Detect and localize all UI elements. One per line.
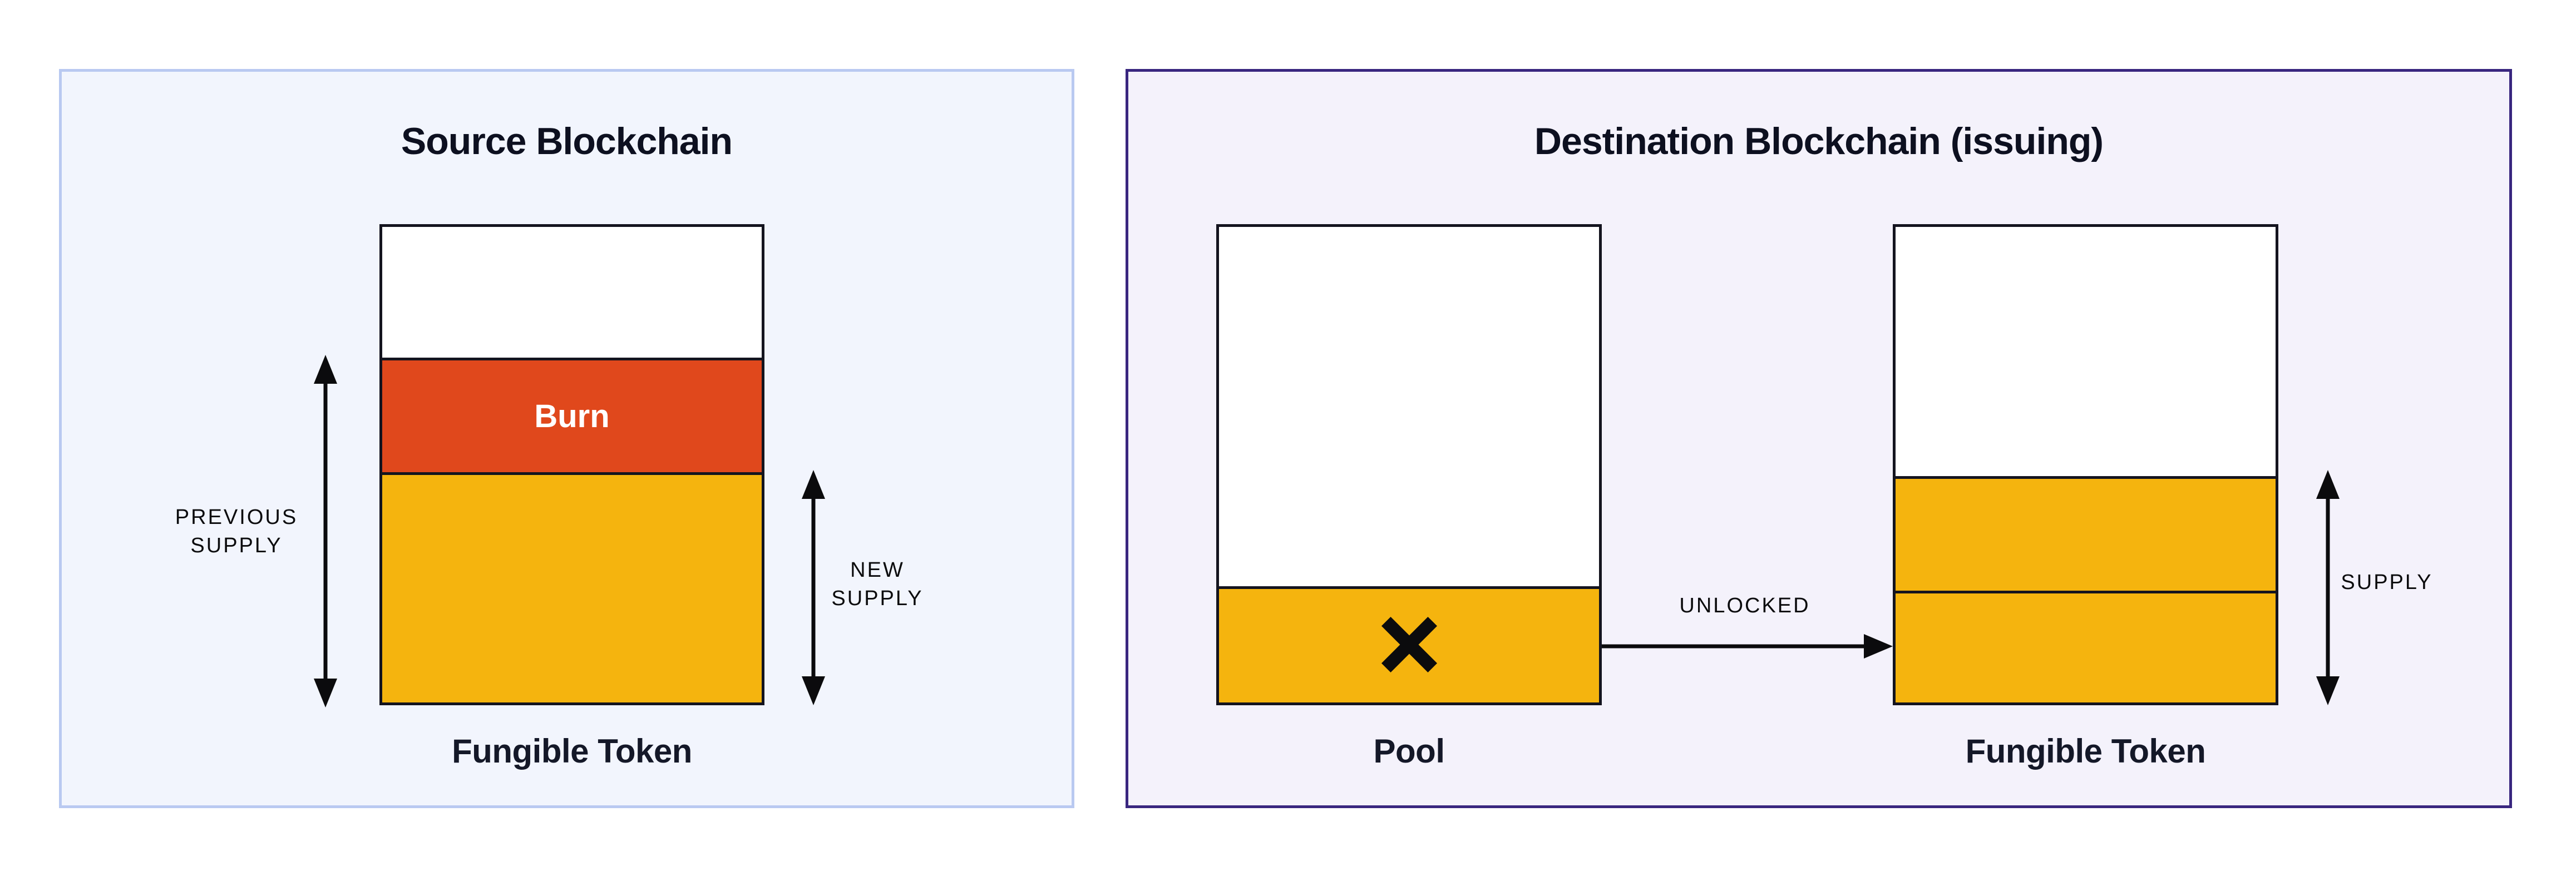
new-supply-arrow [801,470,826,705]
pool-bar-caption: Pool [1373,732,1445,770]
destination-blockchain-panel: Destination Blockchain (issuing) Pool UN… [1126,69,2512,808]
destination-token-bar [1893,224,2278,705]
pool-bar-locked-section [1219,586,1599,702]
new-supply-label: NEW SUPPLY [831,558,924,611]
previous-supply-arrow [313,355,338,707]
x-mark-icon [1378,613,1440,679]
destination-bar-unlocked-supply-section [1896,591,2276,702]
previous-supply-label: PREVIOUS SUPPLY [175,506,298,558]
source-panel-title: Source Blockchain [401,120,733,162]
source-token-bar: Burn [379,224,764,705]
source-bar-caption: Fungible Token [452,732,692,770]
source-blockchain-panel: Source Blockchain Burn PREVIOUS SUPPLY [59,69,1074,808]
destination-bar-caption: Fungible Token [1965,732,2206,770]
unlocked-arrow [1602,633,1893,660]
pool-bar-empty-section [1219,227,1599,586]
unlocked-label: UNLOCKED [1679,594,1810,617]
destination-bar-unissued-section [1896,227,2276,476]
supply-label: SUPPLY [2341,571,2433,594]
supply-arrow [2316,470,2340,705]
source-bar-supply-section [382,472,762,702]
source-bar-burn-section: Burn [382,358,762,472]
burn-label: Burn [534,398,610,434]
pool-bar [1216,224,1602,705]
destination-panel-title: Destination Blockchain (issuing) [1534,120,2104,162]
destination-bar-existing-supply-section [1896,476,2276,591]
source-bar-unissued-section [382,227,762,358]
